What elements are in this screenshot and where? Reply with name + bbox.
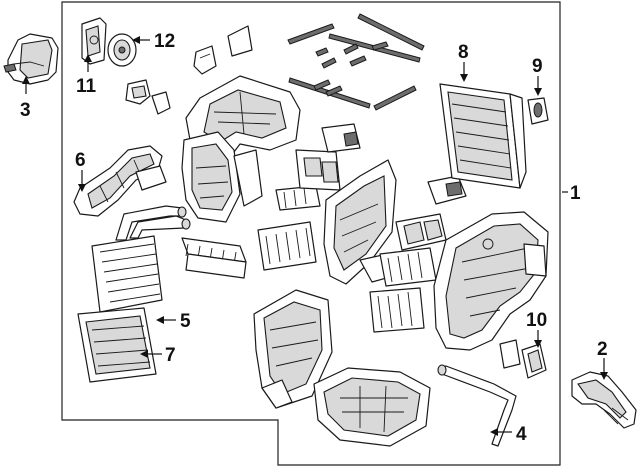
- callout-11: 11: [76, 76, 97, 97]
- callout-5: 5: [180, 311, 191, 332]
- callout-3: 3: [20, 100, 31, 121]
- callout-9: 9: [532, 56, 543, 77]
- callout-4: 4: [516, 424, 527, 445]
- callout-8: 8: [458, 42, 469, 63]
- part-11-actuator[interactable]: [81, 17, 107, 65]
- part-5-heater-core[interactable]: [91, 205, 191, 313]
- part-9-grommet[interactable]: [527, 97, 549, 125]
- upper-case-housing: [181, 75, 301, 223]
- part-2-duct-clip[interactable]: [571, 371, 637, 429]
- small-actuators: [125, 25, 253, 115]
- part-8-evaporator[interactable]: [439, 83, 527, 189]
- callout-12: 12: [154, 31, 175, 52]
- part-3-bracket[interactable]: [3, 33, 59, 85]
- callout-6: 6: [75, 150, 86, 171]
- part-6-duct[interactable]: [73, 145, 167, 217]
- leader-lines: [22, 36, 608, 436]
- callout-2: 2: [597, 339, 608, 360]
- callout-1: 1: [570, 183, 581, 204]
- part-4-drain-hose[interactable]: [437, 364, 517, 447]
- callout-7: 7: [165, 345, 176, 366]
- seal-strips: [287, 13, 425, 111]
- callout-10: 10: [526, 310, 547, 331]
- part-12-fan-motor[interactable]: [107, 33, 137, 67]
- assembly-frame: [61, 1, 561, 466]
- right-main-case: [433, 211, 549, 351]
- part-7-ptc-heater[interactable]: [77, 307, 157, 383]
- part-10-actuator[interactable]: [499, 339, 547, 379]
- right-doors: [369, 175, 467, 333]
- lower-case-left: [253, 289, 333, 409]
- lower-tray: [313, 367, 431, 447]
